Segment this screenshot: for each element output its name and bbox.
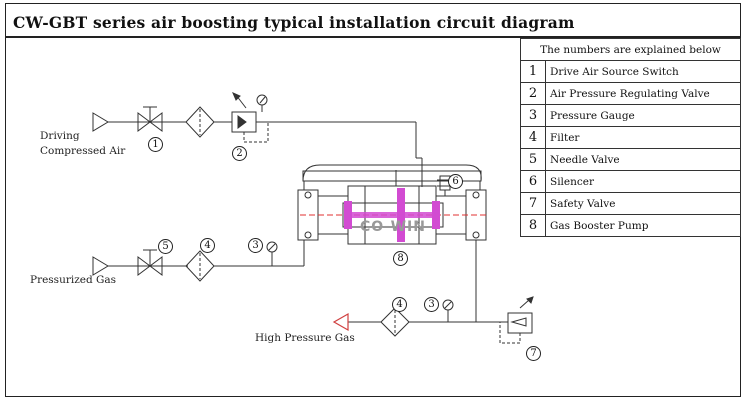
brand-watermark: CO-WIN <box>360 219 426 235</box>
high-pressure-gas-label: High Pressure Gas <box>255 332 355 344</box>
diagram-title: CW-GBT series air boosting typical insta… <box>13 13 575 32</box>
legend-num: 1 <box>520 60 546 83</box>
callout-8: 8 <box>393 251 408 266</box>
legend-label: Silencer <box>545 170 741 193</box>
legend-num: 4 <box>520 126 546 149</box>
driving-air-label-line1: Driving <box>40 130 80 142</box>
legend-label: Gas Booster Pump <box>545 214 741 237</box>
piston-right <box>432 201 440 229</box>
legend-num: 7 <box>520 192 546 215</box>
callout-2: 2 <box>232 146 247 161</box>
legend-header: The numbers are explained below <box>520 38 741 61</box>
valve-5-left <box>137 256 151 276</box>
callout-5: 5 <box>158 239 173 254</box>
piston-rod <box>352 212 432 218</box>
pressurized-gas-label: Pressurized Gas <box>30 274 117 286</box>
callout-6: 6 <box>448 174 463 189</box>
legend-label: Safety Valve <box>545 192 741 215</box>
legend-label: Pressure Gauge <box>545 104 741 127</box>
legend-label: Filter <box>545 126 741 149</box>
hp-outlet-arrow <box>332 312 349 332</box>
legend-num: 3 <box>520 104 546 127</box>
safety-valve-7 <box>507 312 533 334</box>
callout-7: 7 <box>526 346 541 361</box>
callout-4-outlet: 4 <box>392 297 407 312</box>
legend-num: 5 <box>520 148 546 171</box>
callout-3-inlet: 3 <box>248 238 263 253</box>
drive-air-inlet-arrow <box>92 112 109 132</box>
filter-hp-outlet <box>380 307 410 337</box>
piston-left <box>344 201 352 229</box>
valve-1-left <box>137 112 151 132</box>
valve-5-right <box>149 256 163 276</box>
legend-label: Air Pressure Regulating Valve <box>545 82 741 105</box>
legend-label: Drive Air Source Switch <box>545 60 741 83</box>
callout-4-inlet: 4 <box>200 238 215 253</box>
legend-num: 8 <box>520 214 546 237</box>
callout-3-outlet: 3 <box>424 297 439 312</box>
gas-inlet-arrow <box>92 256 109 276</box>
driving-air-label-line2: Compressed Air <box>40 145 126 157</box>
legend-num: 2 <box>520 82 546 105</box>
valve-1-right <box>149 112 163 132</box>
title-bar: CW-GBT series air boosting typical insta… <box>5 3 741 38</box>
diagram-frame <box>5 3 741 397</box>
filter-gas-inlet <box>185 250 215 282</box>
legend-label: Needle Valve <box>545 148 741 171</box>
legend-num: 6 <box>520 170 546 193</box>
filter-drive-air <box>185 106 215 138</box>
pump-piston-assembly <box>300 188 488 242</box>
callout-1: 1 <box>148 137 163 152</box>
